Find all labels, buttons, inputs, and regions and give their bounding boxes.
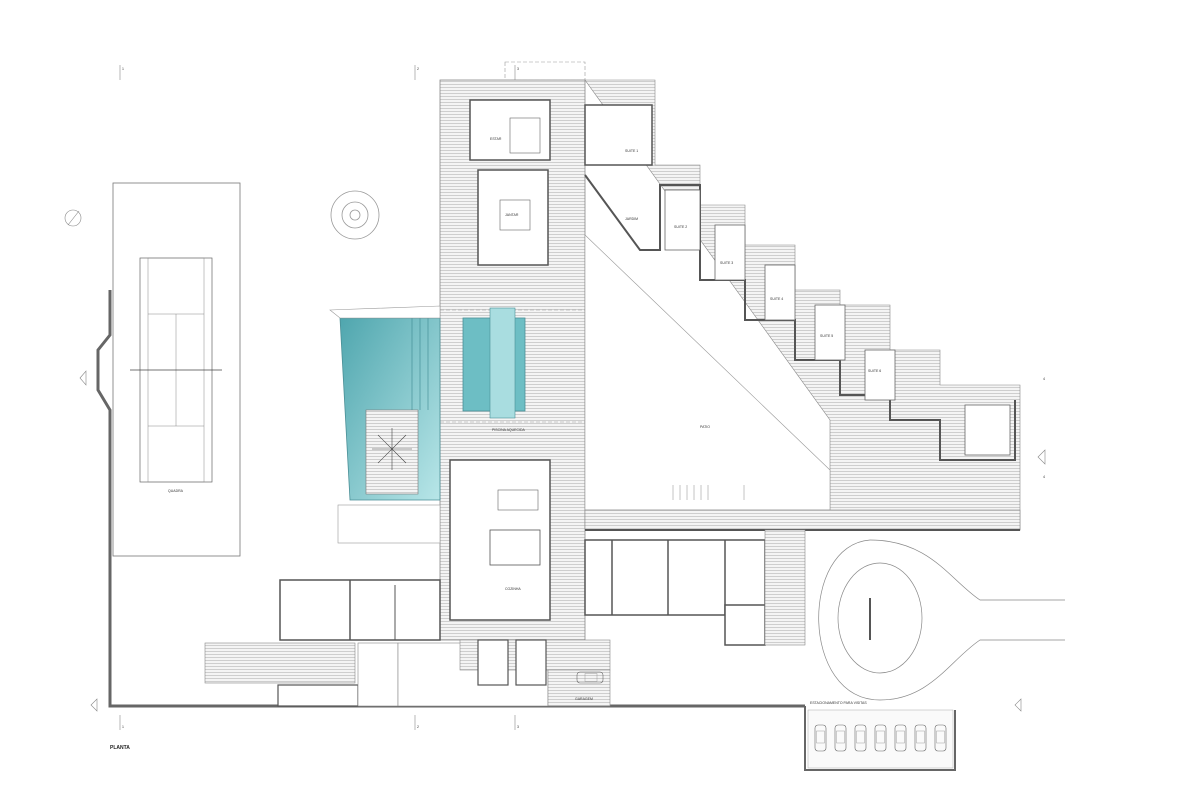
visitor-parking: ESTACIONAMENTO PARA VISITAS [804, 701, 956, 771]
section-mark: 3 [517, 67, 519, 71]
label-garagem: GARAGEM [575, 697, 593, 701]
suites-wing: SUITE 1 SUITE 2 SUITE 3 SUITE 4 SUITE 5 … [584, 79, 1021, 531]
section-mark: 1 [122, 725, 124, 729]
label-quadra: QUADRA [168, 489, 184, 493]
section-mark: 3 [517, 725, 519, 729]
section-mark: 2 [417, 725, 419, 729]
label-suite1: SUITE 1 [625, 149, 638, 153]
section-mark: 2 [417, 67, 419, 71]
label-suite4: SUITE 4 [770, 297, 783, 301]
tennis-court: QUADRA [112, 182, 241, 557]
label-patio: PATIO [700, 425, 710, 429]
label-cozinha: COZINHA [505, 587, 521, 591]
label-piscina: PISCINA AQUECIDA [492, 428, 526, 432]
section-mark: 4 [1043, 475, 1045, 479]
section-mark: 1 [122, 67, 124, 71]
label-estacionamento: ESTACIONAMENTO PARA VISITAS [810, 701, 867, 705]
label-suite2: SUITE 2 [674, 225, 687, 229]
label-suite3: SUITE 3 [720, 261, 733, 265]
label-estar: ESTAR [490, 137, 502, 141]
drawing-title: PLANTA [110, 745, 130, 751]
section-marks [79, 65, 1046, 730]
service-wing: GARAGEM [204, 529, 806, 707]
outdoor-pool [329, 305, 441, 544]
label-jardim: JARDIM [625, 217, 638, 221]
label-suite6: SUITE 6 [868, 369, 881, 373]
section-mark: 4 [1043, 377, 1045, 381]
label-jantar: JANTAR [505, 213, 519, 217]
indoor-pool [462, 307, 526, 419]
roundabout-driveway [818, 539, 1065, 701]
compass-rose [64, 190, 380, 240]
label-suite5: SUITE 5 [820, 334, 833, 338]
